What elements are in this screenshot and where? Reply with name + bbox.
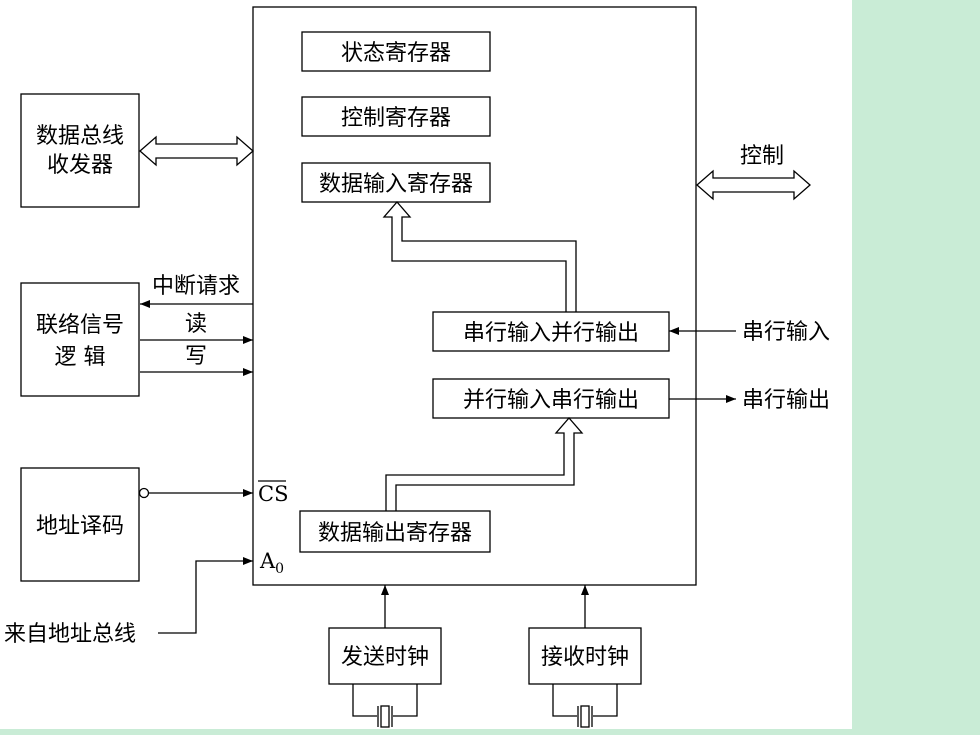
write-label: 写 (185, 344, 207, 369)
serial-in-parallel-out-block: 串行输入并行输出 (432, 311, 670, 352)
parallel-in-serial-out-label: 并行输入串行输出 (463, 388, 639, 413)
interrupt-request-label: 中断请求 (152, 274, 240, 299)
address-decoder: 地址译码 (20, 467, 140, 582)
serial-input-label: 串行输入 (742, 320, 830, 345)
a0-label: A0 (259, 549, 284, 577)
control-label: 控制 (740, 144, 784, 169)
control-register-label: 控制寄存器 (341, 106, 451, 131)
handshake-logic: 联络信号 逻 辑 (20, 282, 140, 397)
data-input-register-label: 数据输入寄存器 (319, 172, 473, 197)
serial-in-parallel-out-label: 串行输入并行输出 (463, 321, 639, 346)
interface-chip-box (252, 6, 697, 586)
bottom-strip (0, 729, 852, 735)
from-address-bus-label: 来自地址总线 (4, 622, 136, 647)
read-label: 读 (185, 312, 207, 337)
transceiver-label-2: 收发器 (47, 153, 113, 178)
address-decoder-label: 地址译码 (36, 514, 124, 539)
cs-inversion-bubble (138, 487, 150, 499)
side-panel (852, 0, 980, 735)
data-bus-transceiver: 数据总线 收发器 (20, 93, 140, 208)
data-bus-bidirectional-arrow (139, 135, 254, 167)
handshake-label-2: 逻 辑 (55, 345, 106, 370)
serial-output-label: 串行输出 (742, 388, 830, 413)
control-bidirectional-arrow (696, 169, 811, 201)
send-clock-crystal-icon (352, 684, 418, 728)
send-clock-label: 发送时钟 (341, 645, 429, 670)
hollow-arrow-to-input-register (382, 201, 577, 312)
receive-clock-block: 接收时钟 (528, 627, 642, 685)
transceiver-label-1: 数据总线 (36, 124, 124, 149)
receive-clock-crystal-icon (552, 684, 618, 728)
parallel-in-serial-out-block: 并行输入串行输出 (432, 378, 670, 419)
cs-label: CS (258, 482, 288, 506)
send-clock-block: 发送时钟 (328, 627, 442, 685)
data-output-register-label: 数据输出寄存器 (318, 521, 472, 546)
a0-line (158, 557, 253, 634)
handshake-label-1: 联络信号 (36, 313, 124, 338)
data-input-register: 数据输入寄存器 (301, 162, 491, 203)
status-register-label: 状态寄存器 (341, 41, 451, 66)
receive-clock-label: 接收时钟 (541, 645, 629, 670)
data-output-register: 数据输出寄存器 (299, 510, 491, 553)
hollow-arrow-to-parallel-in-serial-out (385, 417, 584, 511)
status-register: 状态寄存器 (301, 31, 491, 72)
control-register: 控制寄存器 (301, 96, 491, 137)
